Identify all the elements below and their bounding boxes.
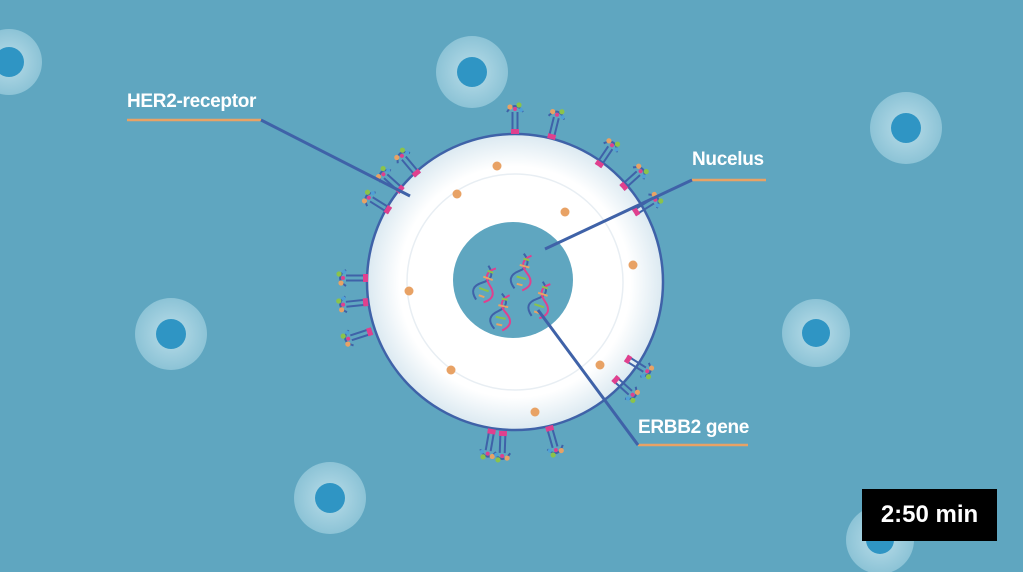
video-duration-badge: 2:50 min <box>862 489 997 541</box>
background-cell-5 <box>782 299 850 367</box>
erbb2-gene-label: ERBB2 gene <box>638 417 750 438</box>
leader-lines <box>127 118 766 447</box>
inner-ring <box>406 173 624 391</box>
background-cell-4 <box>135 298 207 370</box>
cytoplasm-granules <box>404 161 638 417</box>
background-cell-3 <box>870 92 942 164</box>
nucleus <box>453 222 573 338</box>
background-cell-1 <box>0 29 42 95</box>
background-cell-2 <box>436 36 508 108</box>
her2-receptor-label: HER2-receptor <box>127 91 257 112</box>
nucleus-label: Nucelus <box>692 149 764 170</box>
background-cell-6 <box>294 462 366 534</box>
